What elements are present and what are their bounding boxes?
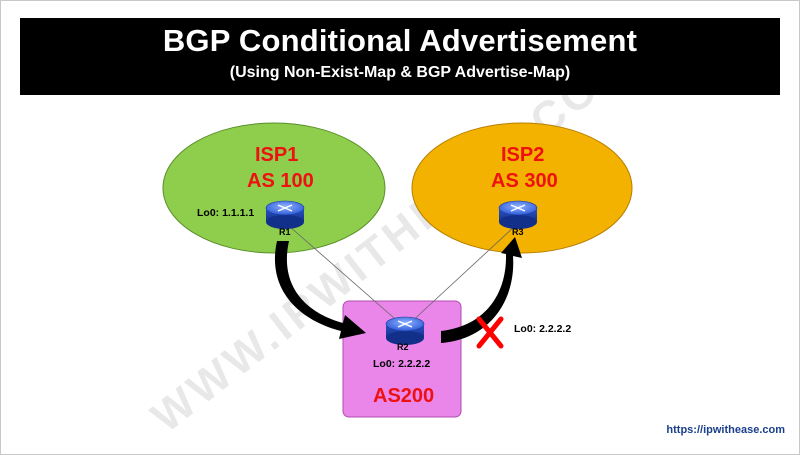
router-r2-label: R2 (397, 342, 409, 352)
isp1-as: AS 100 (247, 170, 314, 192)
title-banner: BGP Conditional Advertisement (Using Non… (20, 18, 780, 95)
isp1-loopback: Lo0: 1.1.1.1 (197, 207, 255, 219)
router-r1-label: R1 (279, 227, 291, 237)
blocked-x-icon (476, 316, 504, 349)
as200-label: AS200 (373, 385, 435, 407)
router-r3-icon (498, 200, 538, 229)
page-subtitle: (Using Non-Exist-Map & BGP Advertise-Map… (229, 64, 571, 81)
site-url[interactable]: https://ipwithease.com (666, 424, 785, 436)
as200-loopback: Lo0: 2.2.2.2 (373, 358, 431, 370)
link-r1-r2 (288, 225, 403, 326)
as200-box (342, 300, 462, 418)
advertise-arrow (274, 241, 366, 339)
router-r2-icon (385, 316, 425, 345)
router-r3-label: R3 (512, 227, 524, 237)
isp2-ellipse (411, 122, 633, 254)
page-title: BGP Conditional Advertisement (162, 23, 638, 58)
link-r2-r3 (407, 225, 516, 326)
isp2-as: AS 300 (491, 170, 558, 192)
isp2-name: ISP2 (501, 144, 545, 166)
isp1-ellipse (162, 122, 386, 254)
router-r1-icon (265, 200, 305, 229)
isp1-name: ISP1 (255, 144, 299, 166)
blocked-loopback-label: Lo0: 2.2.2.2 (514, 323, 572, 335)
